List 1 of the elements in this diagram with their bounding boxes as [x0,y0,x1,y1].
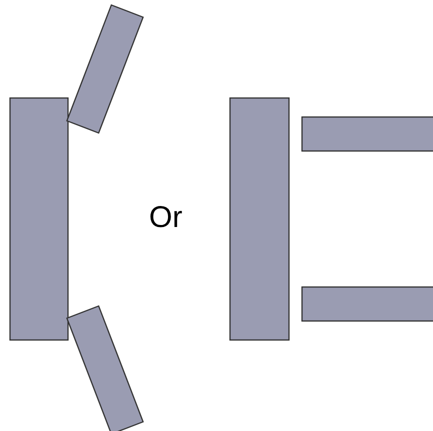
separator-word: Or [149,203,182,233]
